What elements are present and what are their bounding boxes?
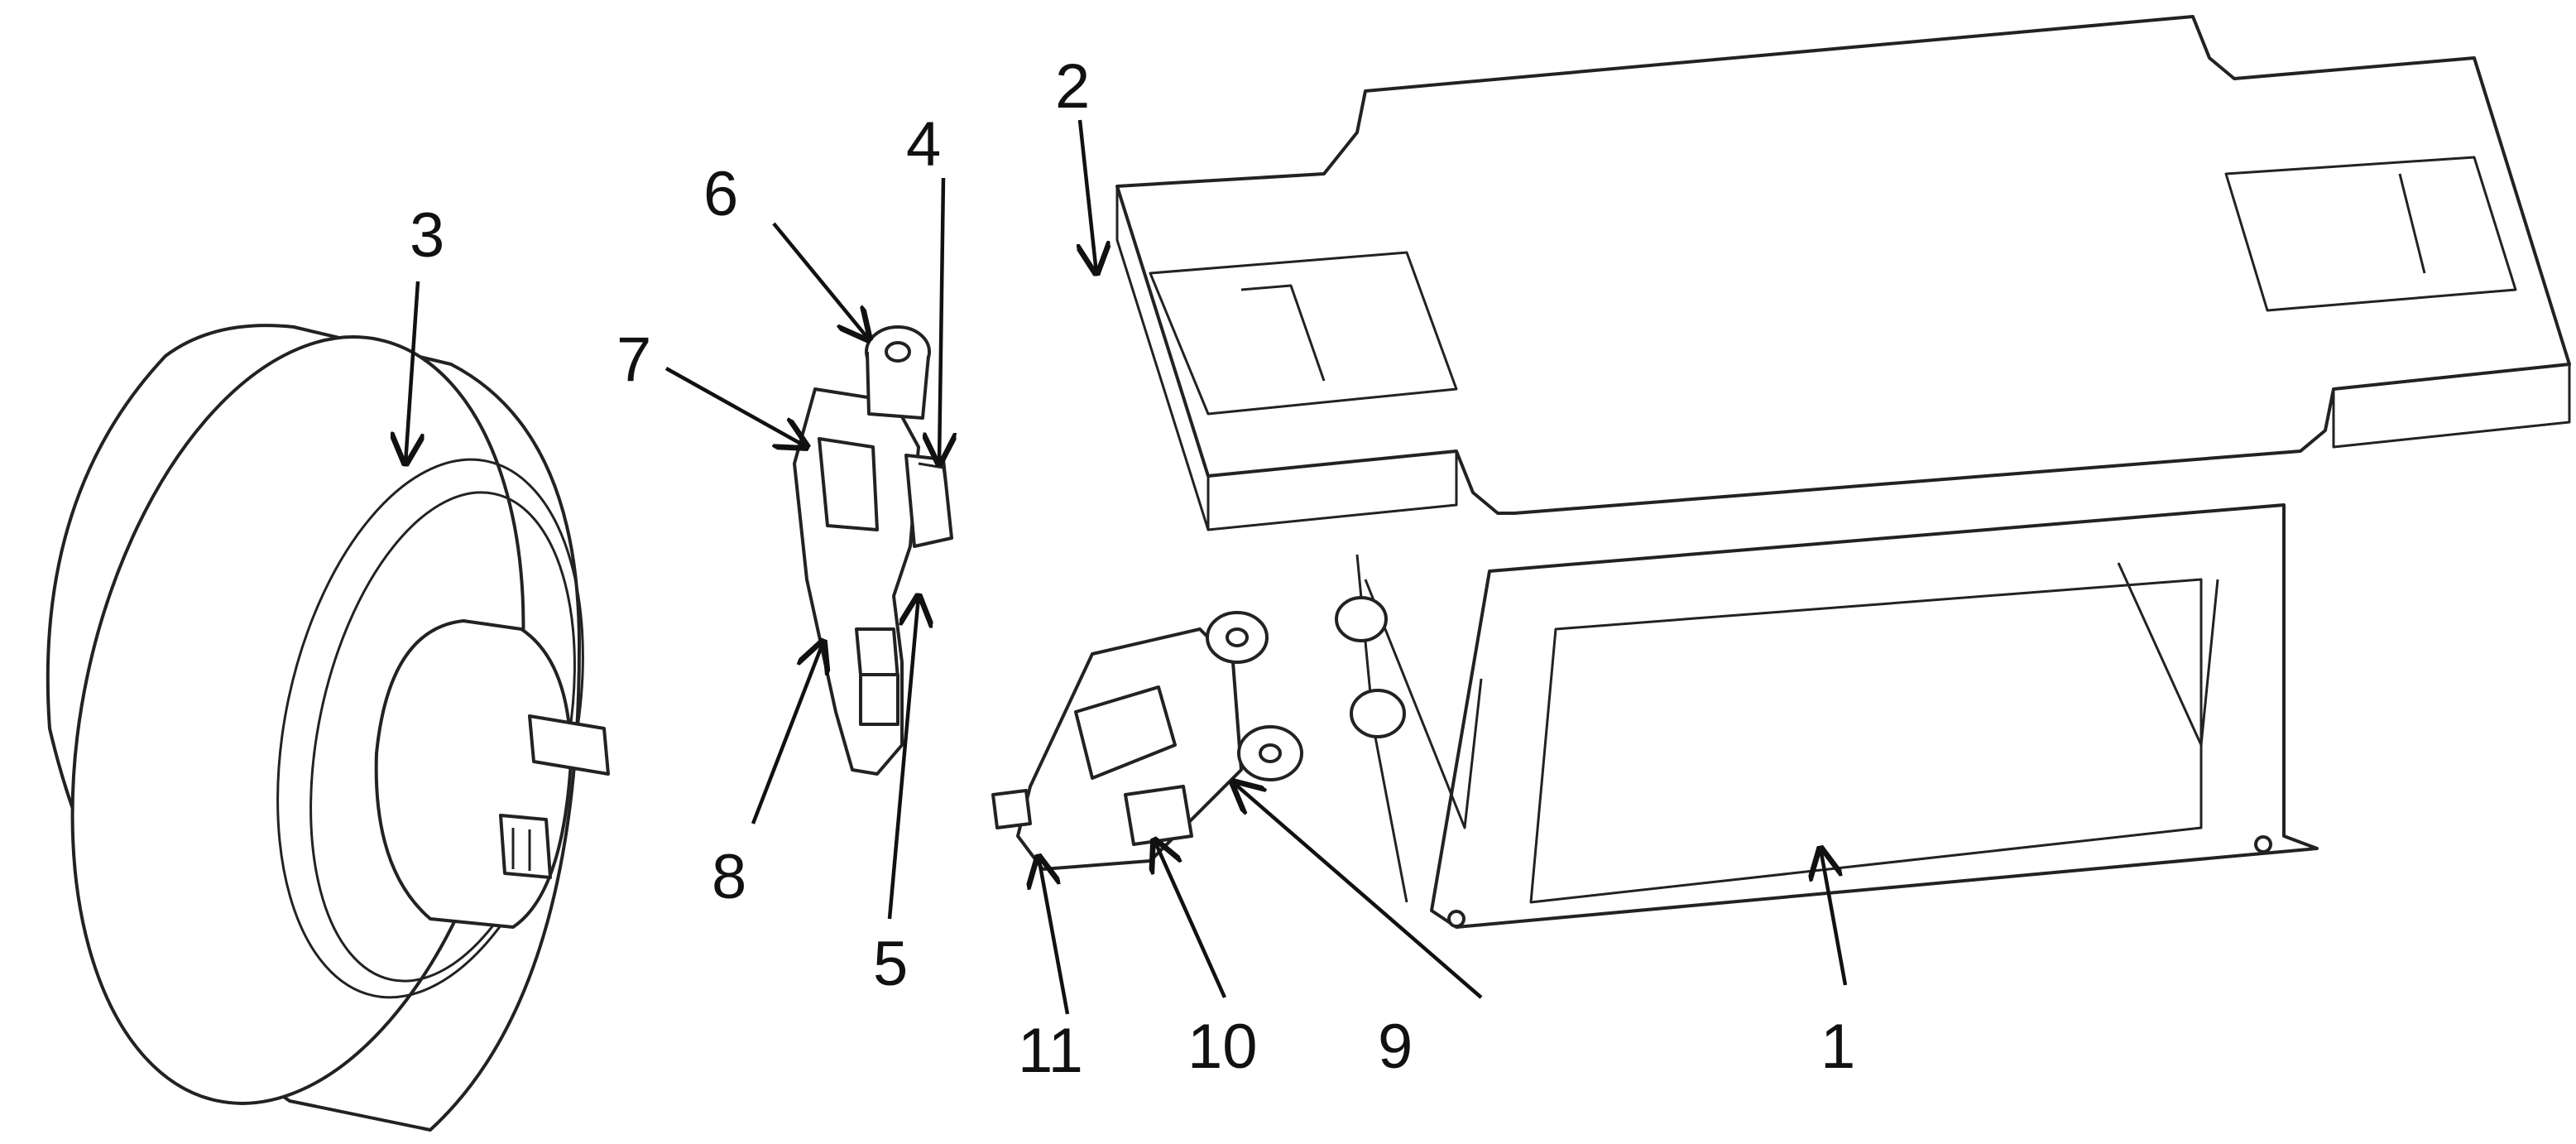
leader-9 — [1233, 782, 1483, 999]
leader-lines — [405, 119, 1848, 1015]
label-10: 10 — [1187, 1012, 1258, 1082]
label-6: 6 — [703, 159, 738, 229]
label-4: 4 — [906, 109, 941, 180]
leader-6 — [772, 222, 869, 339]
leader-7 — [664, 367, 807, 447]
label-11: 11 — [1018, 1016, 1083, 1086]
label-8: 8 — [712, 842, 746, 912]
leader-2 — [1080, 119, 1096, 273]
label-5: 5 — [873, 929, 908, 999]
label-2: 2 — [1055, 51, 1090, 122]
label-3: 3 — [410, 200, 444, 271]
top-plate-part — [1115, 15, 2571, 531]
label-7: 7 — [616, 324, 651, 395]
leader-1 — [1820, 848, 1848, 986]
arm-assembly — [793, 325, 953, 776]
leader-11 — [1039, 857, 1070, 1015]
linkage-assembly — [991, 611, 1303, 871]
part-labels: 1 2 3 4 5 6 7 8 9 10 11 — [410, 51, 1855, 1086]
label-9: 9 — [1378, 1012, 1413, 1082]
leader-3 — [405, 281, 418, 464]
leader-5 — [887, 596, 919, 920]
leader-8 — [751, 642, 823, 824]
frame-part — [1335, 503, 2319, 929]
wheel-part — [46, 324, 610, 1132]
leader-10 — [1154, 840, 1227, 998]
leader-4 — [939, 177, 943, 464]
label-1: 1 — [1820, 1012, 1855, 1082]
